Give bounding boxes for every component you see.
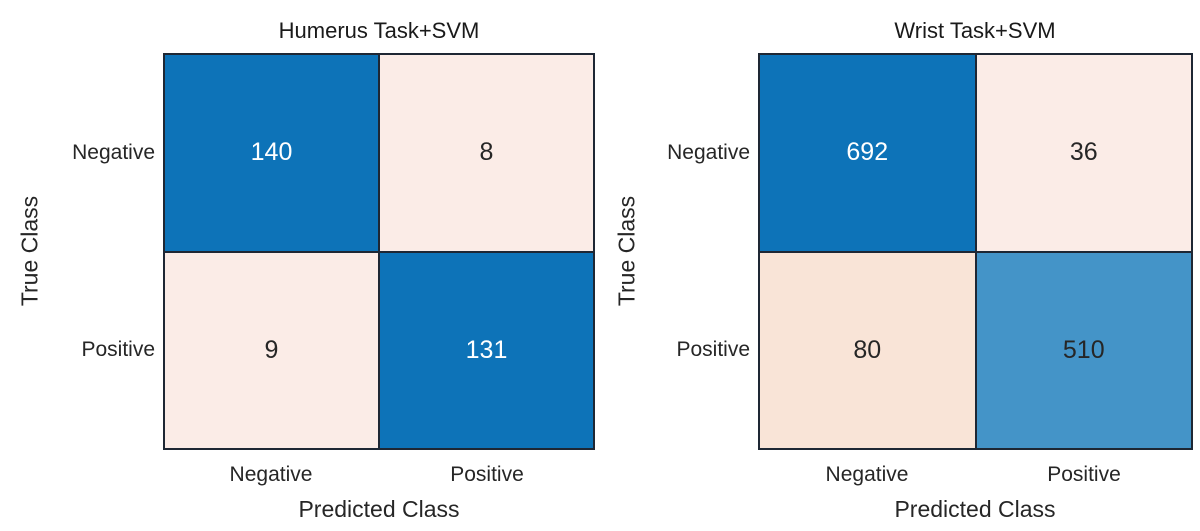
right-cell-fn: 80 bbox=[760, 252, 975, 448]
left-x-axis-label: Predicted Class bbox=[298, 496, 460, 522]
left-chart-title: Humerus Task+SVM bbox=[278, 18, 480, 43]
right-cell-fp: 36 bbox=[976, 55, 1191, 251]
left-ytick-negative: Negative bbox=[72, 141, 155, 164]
left-cell-tp: 131 bbox=[380, 252, 593, 448]
right-x-axis-label: Predicted Class bbox=[894, 496, 1056, 522]
right-xtick-positive: Positive bbox=[1047, 463, 1121, 486]
right-y-axis-label: True Class bbox=[613, 195, 640, 307]
left-y-axis-label: True Class bbox=[16, 195, 43, 307]
left-xtick-positive: Positive bbox=[450, 463, 524, 486]
right-xtick-negative: Negative bbox=[825, 463, 909, 486]
left-ytick-positive: Positive bbox=[81, 338, 155, 361]
left-cell-fn: 9 bbox=[165, 252, 378, 448]
right-confusion-matrix: 692 36 80 510 bbox=[758, 53, 1193, 450]
left-cell-fp: 8 bbox=[380, 55, 593, 251]
right-ytick-positive: Positive bbox=[676, 338, 750, 361]
right-cell-tn: 692 bbox=[760, 55, 975, 251]
right-cell-tp: 510 bbox=[976, 252, 1191, 448]
left-confusion-matrix: 140 8 9 131 bbox=[163, 53, 595, 450]
right-ytick-negative: Negative bbox=[667, 141, 750, 164]
left-xtick-negative: Negative bbox=[229, 463, 313, 486]
right-chart-title: Wrist Task+SVM bbox=[894, 18, 1056, 43]
left-cell-tn: 140 bbox=[165, 55, 378, 251]
